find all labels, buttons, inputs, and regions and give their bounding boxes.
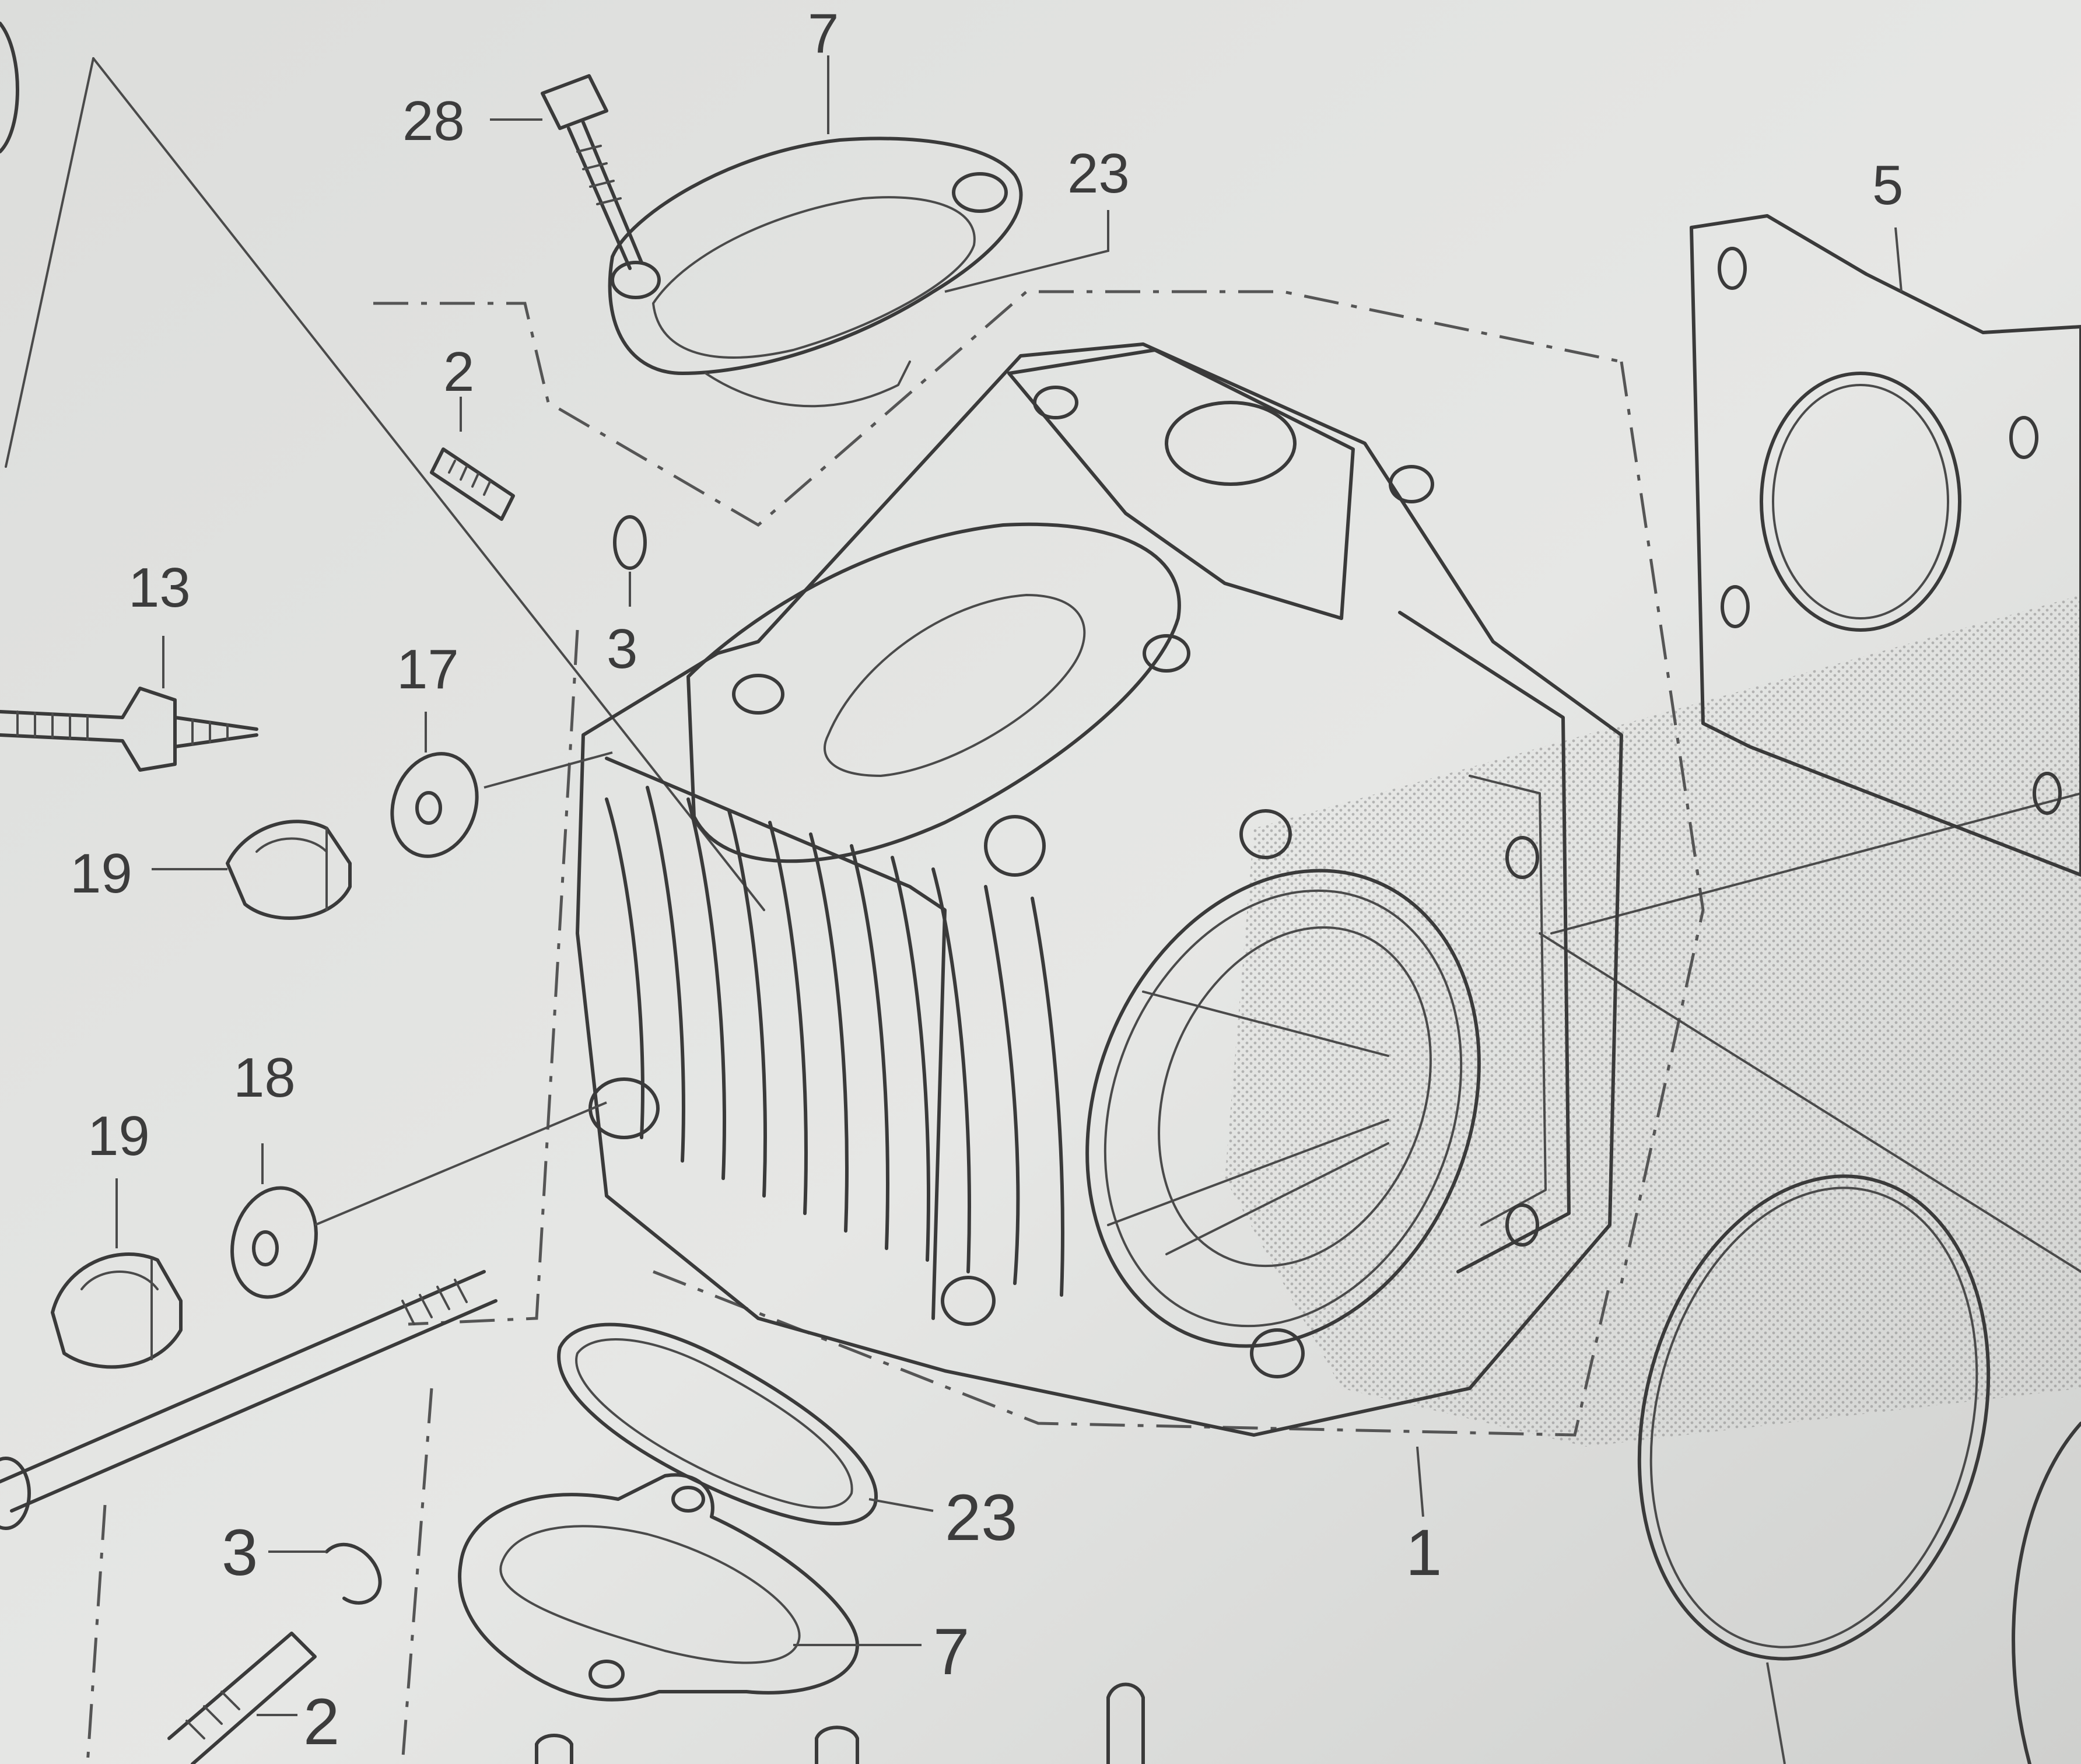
- o-ring-part: [1637, 1174, 1991, 1661]
- callout-18: 18: [233, 1046, 296, 1109]
- perspective-line-4: [1550, 792, 2081, 935]
- callout-7-lower: 7: [933, 1615, 969, 1688]
- stud-stub-bottom-2: [815, 1726, 859, 1764]
- washer-part-18: [230, 1186, 318, 1299]
- reference-line-vertical: [401, 1388, 433, 1764]
- perspective-line-1: [92, 57, 765, 911]
- clip-part-upper: [613, 515, 647, 570]
- perspective-line-2: [5, 57, 94, 468]
- cover-part-lower: [458, 1473, 859, 1702]
- partial-part-right-bottom: [2012, 1422, 2081, 1764]
- leader-17: [425, 712, 613, 789]
- callout-23-upper: 23: [1067, 142, 1130, 205]
- cylinder-head-part: [576, 342, 1623, 1437]
- leader-1: [1416, 1446, 1424, 1517]
- washer-part-17: [390, 752, 479, 858]
- gasket-part-lower: [557, 1322, 878, 1525]
- callout-1: 1: [1406, 1516, 1442, 1589]
- callout-19-upper: 19: [70, 842, 132, 905]
- reference-line-lower-left: [86, 1504, 107, 1764]
- perspective-line-3: [1539, 932, 2081, 1273]
- callout-13: 13: [128, 556, 191, 619]
- screen-tone-area: [1225, 595, 2081, 1447]
- callout-17: 17: [397, 638, 459, 701]
- cap-nut-part-upper: [226, 820, 352, 920]
- bolt-part-28: [541, 74, 643, 270]
- leader-23-upper: [944, 210, 1109, 293]
- cap-nut-part-lower: [51, 1252, 183, 1369]
- callout-28: 28: [402, 90, 465, 152]
- stud-part-upper: [430, 447, 515, 521]
- callout-3-upper: 3: [607, 618, 637, 680]
- callout-2-lower: 2: [303, 1685, 339, 1758]
- callout-7-upper: 7: [808, 2, 839, 65]
- stud-part-lower: [167, 1632, 317, 1764]
- gasket-plate-part: [1690, 214, 2081, 877]
- stud-stub-bottom-1: [1106, 1682, 1145, 1764]
- reference-line-left: [408, 629, 579, 1326]
- leader-18: [261, 1101, 607, 1226]
- reference-line-bottom: [653, 1270, 1611, 1437]
- callout-23-lower: 23: [945, 1481, 1018, 1554]
- stud-part-13: [0, 687, 258, 772]
- cover-part-upper: [608, 136, 1023, 408]
- partial-part-left-edge: [0, 22, 19, 153]
- leader-23-lower: [868, 1498, 934, 1512]
- stud-stub-bottom-3: [535, 1734, 573, 1764]
- reference-line-right: [1620, 361, 1705, 1284]
- callout-19-lower: 19: [87, 1105, 150, 1167]
- callout-2-upper: 2: [443, 341, 474, 403]
- leader-5: [1894, 227, 1903, 292]
- callout-3-lower: 3: [222, 1516, 258, 1589]
- long-stud: [0, 1270, 498, 1530]
- callout-5: 5: [1872, 154, 1903, 216]
- clip-part-lower: [325, 1542, 382, 1605]
- reference-line-top: [373, 290, 1622, 527]
- leader-o-ring: [1766, 1662, 1786, 1764]
